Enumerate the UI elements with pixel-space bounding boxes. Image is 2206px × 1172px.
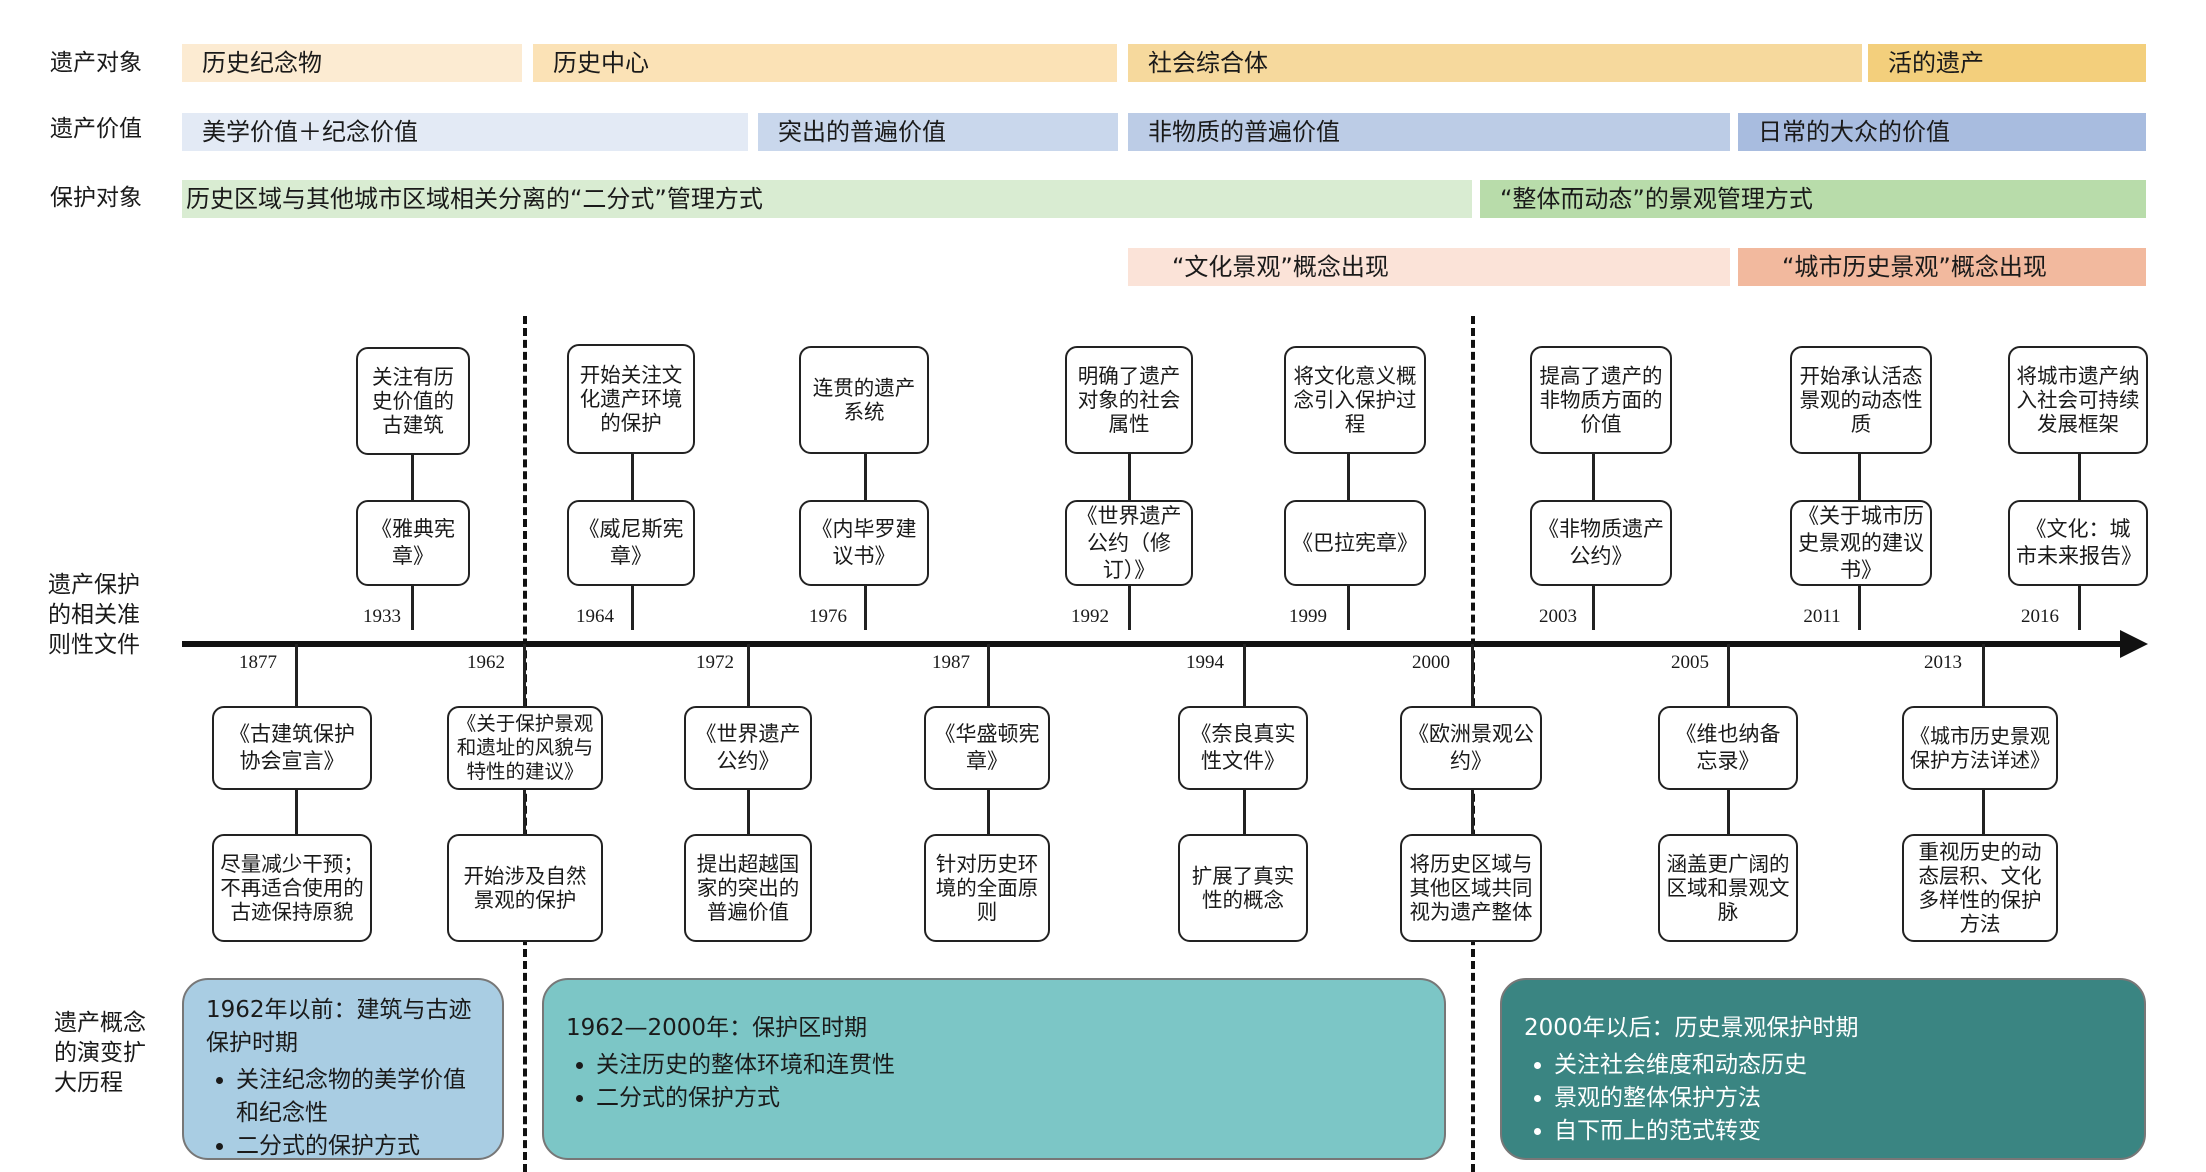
- event-doc-2013: 《城市历史景观保护方法详述》: [1902, 706, 2058, 790]
- era-point: 景观的整体保护方法: [1554, 1082, 2122, 1115]
- year-label-1994: 1994: [1186, 652, 1224, 673]
- year-label-1987: 1987: [932, 652, 970, 673]
- event-doc-1972: 《世界遗产公约》: [684, 706, 812, 790]
- event-desc-2005: 涵盖更广阔的区域和景观文脉: [1658, 834, 1798, 942]
- year-label-2003: 2003: [1539, 606, 1577, 627]
- row-label-protection-object: 保护对象: [50, 185, 142, 211]
- band-value-outstanding: 突出的普遍价值: [758, 113, 1118, 151]
- event-doc-2005: 《维也纳备忘录》: [1658, 706, 1798, 790]
- era-point: 二分式的保护方式: [236, 1130, 480, 1163]
- event-doc-1976: 《内毕罗建议书》: [799, 500, 929, 586]
- era-point: 二分式的保护方式: [596, 1082, 1422, 1115]
- row-label-heritage-value: 遗产价值: [50, 116, 142, 142]
- row-label-evolution: 遗产概念的演变扩大历程: [54, 1010, 146, 1096]
- year-label-1972: 1972: [696, 652, 734, 673]
- era-title-post-2000: 2000年以后：历史景观保护时期: [1524, 1015, 1859, 1041]
- event-doc-2000: 《欧洲景观公约》: [1400, 706, 1542, 790]
- year-label-2005: 2005: [1671, 652, 1709, 673]
- event-doc-1987: 《华盛顿宪章》: [924, 706, 1050, 790]
- band-value-aesthetic: 美学价值＋纪念价值: [182, 113, 748, 151]
- event-desc-1964: 开始关注文化遗产环境的保护: [567, 344, 695, 454]
- event-doc-1964: 《威尼斯宪章》: [567, 500, 695, 586]
- year-label-2000: 2000: [1412, 652, 1450, 673]
- event-desc-2013: 重视历史的动态层积、文化多样性的保护方法: [1902, 834, 2058, 942]
- band-object-historic-center: 历史中心: [533, 44, 1117, 82]
- event-doc-1933: 《雅典宪章》: [356, 500, 470, 586]
- band-object-living-heritage: 活的遗产: [1868, 44, 2146, 82]
- band-value-intangible: 非物质的普遍价值: [1128, 113, 1730, 151]
- year-label-1933: 1933: [363, 606, 401, 627]
- event-desc-1999: 将文化意义概念引入保护过程: [1284, 346, 1426, 454]
- band-protection-dualistic: 历史区域与其他城市区域相关分离的“二分式”管理方式: [182, 180, 1472, 218]
- era-title-pre-1962: 1962年以前：建筑与古迹保护时期: [206, 997, 472, 1056]
- event-doc-1999: 《巴拉宪章》: [1284, 500, 1426, 586]
- year-label-1976: 1976: [809, 606, 847, 627]
- era-point: 自下而上的范式转变: [1554, 1115, 2122, 1148]
- year-label-1877: 1877: [239, 652, 277, 673]
- event-desc-1976: 连贯的遗产系统: [799, 346, 929, 454]
- timeline-axis: [182, 630, 2148, 658]
- event-desc-1877: 尽量减少干预；不再适合使用的古迹保持原貌: [212, 834, 372, 942]
- event-desc-2003: 提高了遗产的非物质方面的价值: [1530, 346, 1672, 454]
- band-value-everyday: 日常的大众的价值: [1738, 113, 2146, 151]
- event-doc-1962: 《关于保护景观和遗址的风貌与特性的建议》: [447, 706, 603, 790]
- event-desc-1987: 针对历史环境的全面原则: [924, 834, 1050, 942]
- era-point: 关注社会维度和动态历史: [1554, 1049, 2122, 1082]
- event-doc-2016: 《文化：城市未来报告》: [2008, 500, 2148, 586]
- event-desc-1962: 开始涉及自然景观的保护: [447, 834, 603, 942]
- era-points-pre-1962: 关注纪念物的美学价值和纪念性 二分式的保护方式: [206, 1064, 480, 1163]
- event-doc-1877: 《古建筑保护协会宣言》: [212, 706, 372, 790]
- band-object-monument: 历史纪念物: [182, 44, 522, 82]
- era-point: 关注纪念物的美学价值和纪念性: [236, 1064, 480, 1130]
- year-label-1992: 1992: [1071, 606, 1109, 627]
- year-label-1964: 1964: [576, 606, 614, 627]
- era-point: 关注历史的整体环境和连贯性: [596, 1049, 1422, 1082]
- year-label-1999: 1999: [1289, 606, 1327, 627]
- era-box-1962-2000: 1962—2000年：保护区时期 关注历史的整体环境和连贯性 二分式的保护方式: [542, 978, 1446, 1160]
- row-label-heritage-object: 遗产对象: [50, 50, 142, 76]
- event-doc-2011: 《关于城市历史景观的建议书》: [1790, 500, 1932, 586]
- band-protection-holistic: “整体而动态”的景观管理方式: [1480, 180, 2146, 218]
- event-desc-2011: 开始承认活态景观的动态性质: [1790, 346, 1932, 454]
- event-desc-2000: 将历史区域与其他区域共同视为遗产整体: [1400, 834, 1542, 942]
- era-points-1962-2000: 关注历史的整体环境和连贯性 二分式的保护方式: [566, 1049, 1422, 1115]
- event-doc-2003: 《非物质遗产公约》: [1530, 500, 1672, 586]
- event-desc-1994: 扩展了真实性的概念: [1178, 834, 1308, 942]
- band-object-social-complex: 社会综合体: [1128, 44, 1862, 82]
- event-desc-1992: 明确了遗产对象的社会属性: [1065, 346, 1193, 454]
- event-desc-2016: 将城市遗产纳入社会可持续发展框架: [2008, 346, 2148, 454]
- era-title-1962-2000: 1962—2000年：保护区时期: [566, 1015, 868, 1041]
- event-doc-1992: 《世界遗产公约（修订）》: [1065, 500, 1193, 586]
- band-concept-historic-urban-landscape: “城市历史景观”概念出现: [1738, 248, 2146, 286]
- era-box-pre-1962: 1962年以前：建筑与古迹保护时期 关注纪念物的美学价值和纪念性 二分式的保护方…: [182, 978, 504, 1160]
- band-concept-cultural-landscape: “文化景观”概念出现: [1128, 248, 1730, 286]
- year-label-2013: 2013: [1924, 652, 1962, 673]
- event-desc-1933: 关注有历史价值的古建筑: [356, 347, 470, 455]
- year-label-2011: 2011: [1803, 606, 1841, 627]
- era-box-post-2000: 2000年以后：历史景观保护时期 关注社会维度和动态历史 景观的整体保护方法 自…: [1500, 978, 2146, 1160]
- year-label-1962: 1962: [467, 652, 505, 673]
- event-desc-1972: 提出超越国家的突出的普遍价值: [684, 834, 812, 942]
- era-points-post-2000: 关注社会维度和动态历史 景观的整体保护方法 自下而上的范式转变: [1524, 1049, 2122, 1148]
- event-doc-1994: 《奈良真实性文件》: [1178, 706, 1308, 790]
- year-label-2016: 2016: [2021, 606, 2059, 627]
- row-label-documents: 遗产保护的相关准则性文件: [48, 572, 140, 658]
